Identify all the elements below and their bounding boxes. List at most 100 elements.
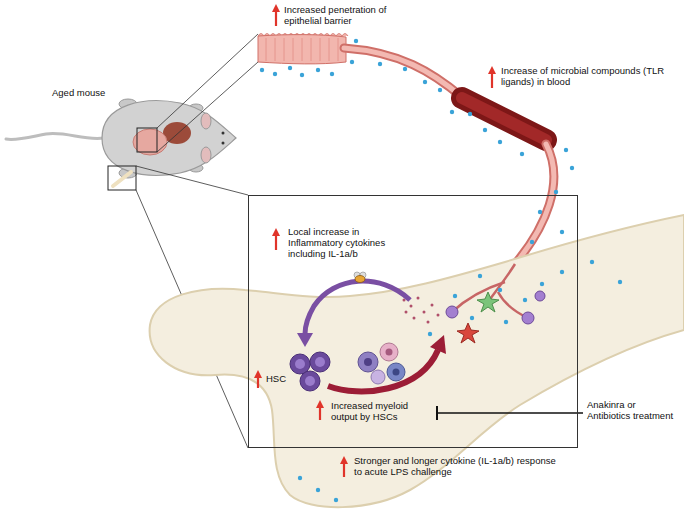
zoom-box bbox=[108, 166, 136, 190]
increase-arrow bbox=[275, 234, 277, 250]
hsc-cluster bbox=[290, 352, 330, 391]
process-text: Increased myeloid output by HSCs bbox=[331, 401, 431, 425]
cycle-arrow bbox=[305, 281, 410, 334]
mouse-ear bbox=[201, 113, 211, 129]
increase-arrow bbox=[343, 462, 345, 477]
myeloid-cluster bbox=[358, 343, 405, 384]
mouse-ear bbox=[201, 147, 211, 163]
microbe-dot bbox=[560, 270, 564, 274]
mouse-tail bbox=[6, 133, 104, 139]
increase-arrow bbox=[319, 406, 321, 420]
intestine bbox=[258, 34, 348, 64]
immune-cell-icon bbox=[354, 272, 366, 283]
increase-arrow bbox=[491, 72, 493, 88]
cytokine-dot bbox=[405, 311, 408, 314]
hsc-cell bbox=[300, 371, 320, 391]
microbe-dot bbox=[618, 280, 622, 284]
microbe-dot bbox=[530, 240, 534, 244]
microbe-dot bbox=[538, 210, 542, 214]
microbe-dot bbox=[300, 73, 304, 77]
vessel-tube bbox=[344, 48, 462, 97]
niche-cell bbox=[535, 291, 545, 301]
label-slot: Increased penetration of epithelial barr… bbox=[284, 5, 404, 27]
mouse-eye bbox=[222, 132, 225, 135]
microbe-dot bbox=[334, 498, 338, 502]
text-slot: HSC bbox=[266, 374, 296, 385]
intestine-wall bbox=[258, 35, 346, 64]
myeloid-cell bbox=[371, 370, 385, 384]
zoom-lines bbox=[136, 34, 258, 448]
text-slot: Local increase in Inflammatory cytokines… bbox=[288, 227, 403, 260]
microbe-dot bbox=[483, 128, 487, 132]
label-slot: Stronger and longer cytokine (IL-1a/b) r… bbox=[354, 456, 559, 478]
myeloid-cell bbox=[358, 352, 378, 372]
myeloid-nucleus bbox=[364, 358, 372, 366]
capillary bbox=[452, 282, 505, 312]
vessel-tube bbox=[344, 48, 462, 97]
increase-arrowhead bbox=[272, 228, 280, 236]
microbe-dot bbox=[504, 320, 508, 324]
microbe-dot bbox=[478, 274, 482, 278]
stromal-cell bbox=[477, 292, 499, 312]
cytokine-dot bbox=[423, 311, 426, 314]
zoom-box bbox=[137, 128, 157, 152]
microbe-dot bbox=[273, 72, 277, 76]
cytokine-dot bbox=[410, 305, 413, 308]
vessel-dark bbox=[462, 98, 546, 140]
microbe-dot bbox=[564, 148, 568, 152]
microbe-dot bbox=[470, 316, 474, 320]
increase-arrows bbox=[254, 4, 496, 477]
hsc-nucleus bbox=[295, 359, 305, 369]
hsc-nucleus bbox=[315, 357, 325, 367]
text-slot: Increased myeloid output by HSCs bbox=[331, 401, 431, 423]
microbe-dot bbox=[260, 68, 264, 72]
increase-arrowhead bbox=[254, 370, 262, 378]
mouse-body bbox=[102, 101, 236, 176]
inhibition-connector bbox=[437, 406, 583, 420]
niche-cell bbox=[522, 312, 534, 324]
microbe-dot bbox=[354, 39, 358, 43]
microbe-dot bbox=[540, 282, 544, 286]
zoom-line bbox=[157, 62, 258, 152]
mouse-eye bbox=[222, 142, 225, 145]
bone-vessels bbox=[452, 264, 528, 318]
niche-cells bbox=[446, 291, 545, 343]
microbe-dot bbox=[438, 88, 442, 92]
microbe-dot bbox=[423, 80, 427, 84]
niche-cell bbox=[446, 306, 458, 318]
stromal-cell bbox=[457, 323, 479, 343]
microbe-dot bbox=[520, 152, 524, 156]
output-arrowhead bbox=[430, 335, 446, 354]
increase-arrowhead bbox=[316, 400, 324, 408]
vessel-tube bbox=[515, 144, 554, 264]
node-text: HSC bbox=[266, 374, 296, 385]
microbe-dots bbox=[260, 39, 622, 502]
microbe-dot bbox=[560, 230, 564, 234]
microbe-dot bbox=[498, 140, 502, 144]
node-text: Increased myeloid output by HSCs bbox=[331, 401, 431, 423]
hsc-cell bbox=[310, 352, 330, 372]
microbe-dot bbox=[554, 190, 558, 194]
connector-line bbox=[437, 412, 583, 414]
microbe-dot bbox=[450, 110, 454, 114]
cytokine-dot bbox=[431, 304, 434, 307]
microbe-dot bbox=[468, 112, 472, 116]
microbe-dot bbox=[378, 62, 382, 66]
mouse-femur bbox=[113, 172, 131, 186]
vessel-tube bbox=[515, 144, 554, 264]
myeloid-cell bbox=[387, 363, 405, 381]
microbe-dot bbox=[590, 260, 594, 264]
microbe-dot bbox=[350, 60, 354, 64]
cycle-arrowhead bbox=[297, 333, 313, 347]
cytokine-dot bbox=[413, 317, 416, 320]
cytokine-dot bbox=[427, 321, 430, 324]
inset-box: Local increase in Inflammatory cytokines… bbox=[248, 195, 578, 448]
vessel-dark bbox=[462, 98, 546, 140]
increase-arrow bbox=[275, 10, 277, 26]
inhibition-bar bbox=[436, 406, 438, 420]
annotation-text: Aged mouse bbox=[52, 88, 112, 99]
myeloid-cell bbox=[380, 343, 398, 361]
intestine-folds bbox=[266, 38, 338, 61]
annotation-text: Increase of microbial compounds (TLR lig… bbox=[501, 66, 666, 88]
bone bbox=[150, 215, 684, 507]
